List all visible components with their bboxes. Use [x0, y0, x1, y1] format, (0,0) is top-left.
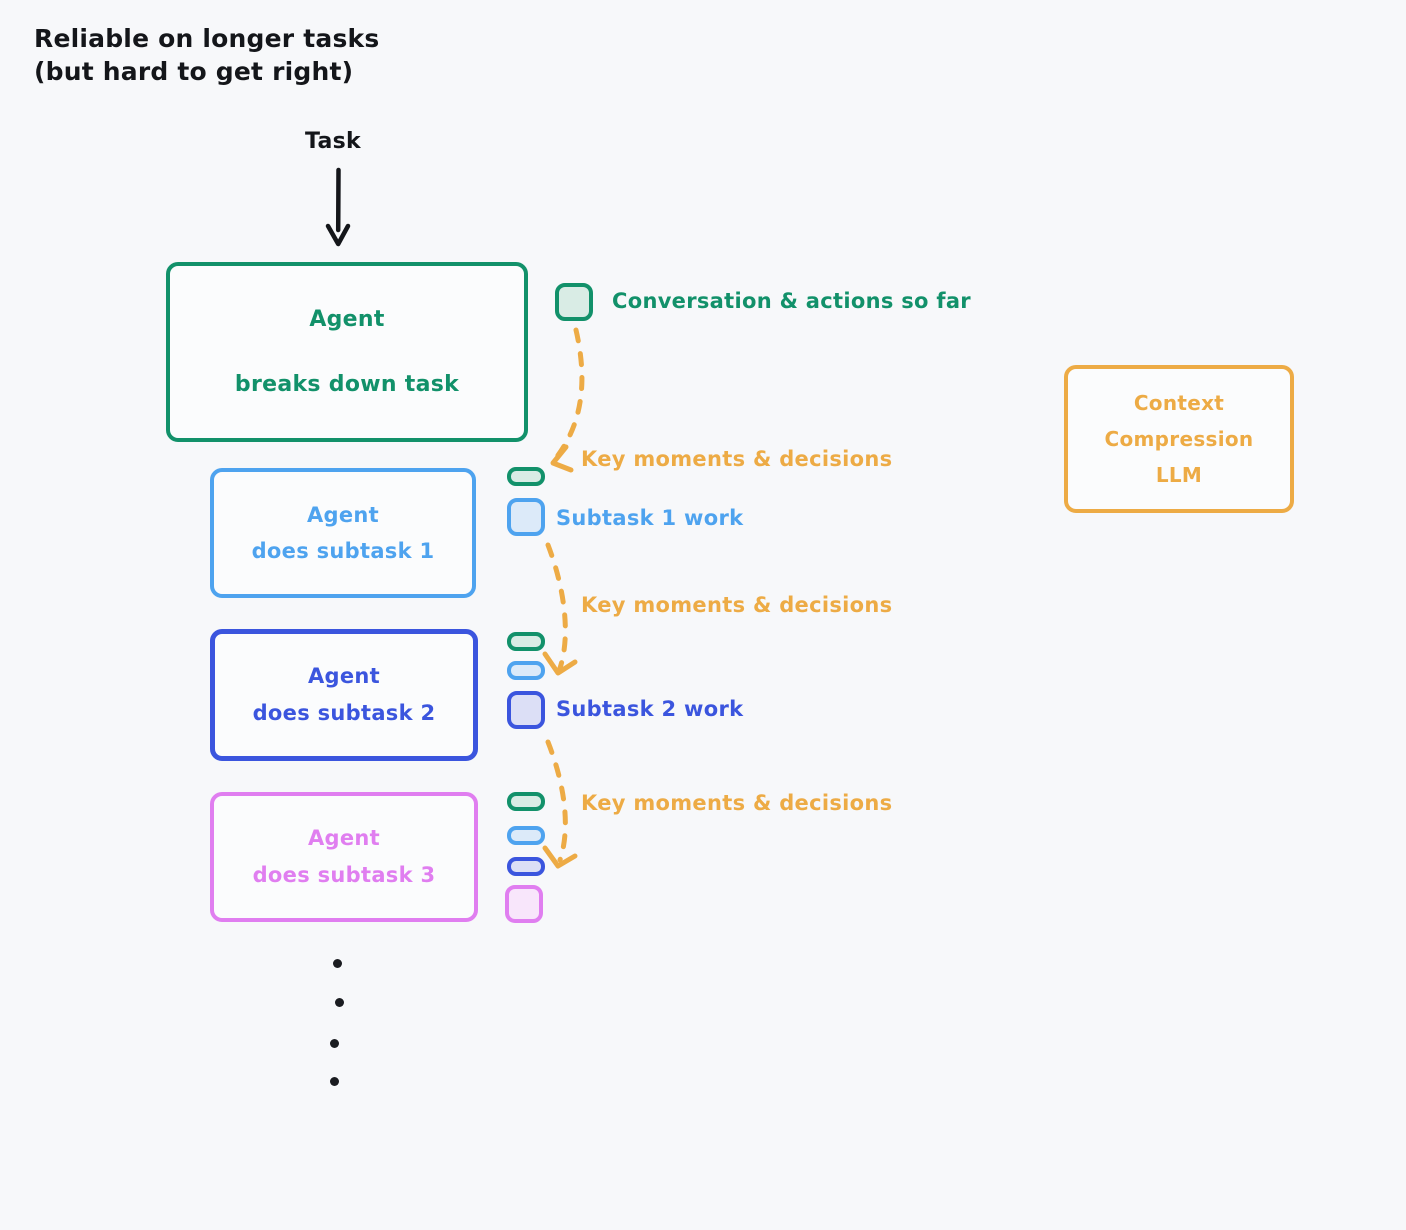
memory-pill-lightblue-icon: [507, 826, 545, 845]
agent-box-subtask-2[interactable]: Agent does subtask 2: [210, 629, 478, 761]
memory-block-lightblue-icon: [507, 498, 545, 536]
compression-box-line3: LLM: [1155, 463, 1203, 487]
compression-arrow-3-head: [542, 845, 578, 869]
continuation-dot: [330, 1077, 339, 1086]
memory-block-royalblue-icon: [507, 691, 545, 729]
continuation-dot: [333, 959, 342, 968]
compression-box-line1: Context: [1133, 391, 1225, 415]
compression-arrow-3-path: [545, 739, 568, 863]
compression-arrow-2-head: [542, 651, 578, 676]
down-arrow-icon: [316, 167, 366, 254]
compression-arrow-2-path: [545, 542, 568, 671]
agent-box-subtask-1-line2: does subtask 1: [251, 539, 435, 563]
memory-pill-green-icon: [507, 632, 545, 651]
compression-arrow-1-path: [553, 327, 585, 461]
compression-box-line2: Compression: [1104, 427, 1254, 451]
memory-pill-royalblue-icon: [507, 857, 545, 876]
key-moments-label-1: Key moments & decisions: [581, 447, 893, 471]
agent-box-main-line2: breaks down task: [234, 372, 460, 397]
task-label: Task: [305, 129, 361, 154]
memory-pill-green-icon: [507, 467, 545, 486]
subtask-2-work-label: Subtask 2 work: [556, 697, 744, 721]
agent-box-subtask-3-line1: Agent: [307, 826, 381, 850]
agent-box-subtask-3[interactable]: Agent does subtask 3: [210, 792, 478, 922]
agent-box-subtask-2-line1: Agent: [307, 664, 381, 688]
memory-pill-green-icon: [507, 792, 545, 811]
compression-arrow-1-head: [550, 444, 574, 473]
subtask-1-work-label: Subtask 1 work: [556, 506, 744, 530]
context-compression-llm-box[interactable]: Context Compression LLM: [1064, 365, 1294, 513]
memory-block-orchid-icon: [505, 885, 543, 923]
key-moments-label-2: Key moments & decisions: [581, 593, 893, 617]
agent-box-subtask-1[interactable]: Agent does subtask 1: [210, 468, 476, 598]
continuation-dot: [330, 1039, 339, 1048]
agent-box-main-line1: Agent: [309, 307, 385, 332]
agent-box-subtask-1-line1: Agent: [306, 503, 380, 527]
key-moments-label-3: Key moments & decisions: [581, 791, 893, 815]
agent-box-subtask-3-line2: does subtask 3: [252, 863, 436, 887]
legend-label: Conversation & actions so far: [612, 289, 971, 313]
continuation-dot: [335, 998, 344, 1007]
page-title: Reliable on longer tasks (but hard to ge…: [34, 24, 380, 86]
agent-box-main[interactable]: Agent breaks down task: [166, 262, 528, 442]
memory-block-icon: [555, 283, 593, 321]
agent-box-subtask-2-line2: does subtask 2: [252, 701, 436, 725]
memory-pill-lightblue-icon: [507, 661, 545, 680]
